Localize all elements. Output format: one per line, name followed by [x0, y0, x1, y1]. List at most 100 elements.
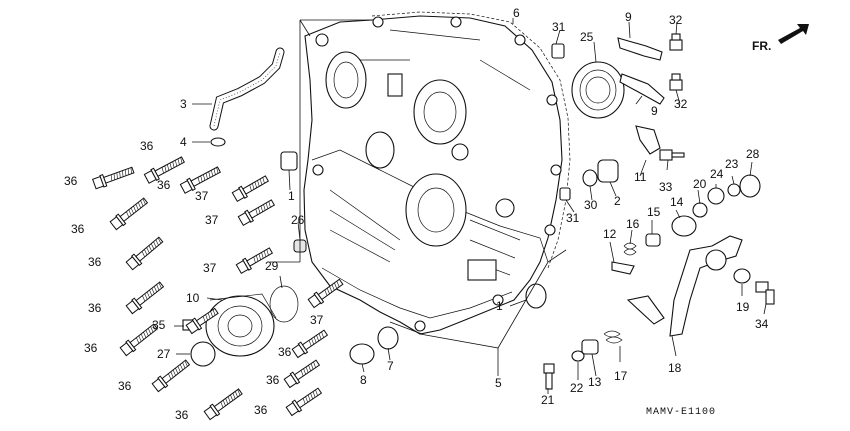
- bolt-set: [92, 156, 344, 421]
- flange-bolt: [285, 387, 323, 417]
- hose-clip: [210, 137, 226, 147]
- flange-bolt: [125, 236, 164, 271]
- callout-9: 9: [625, 10, 632, 24]
- callout-3: 3: [180, 97, 187, 111]
- callout-31: 31: [552, 20, 566, 34]
- oil-seal-27: [190, 341, 216, 367]
- callout-2: 2: [614, 194, 621, 208]
- callout-20: 20: [693, 177, 707, 191]
- callouts: 1 1 2 3 4 5 6 7 8 9 9 10 11 12 13 14 15 …: [64, 6, 769, 422]
- callout-14: 14: [670, 195, 684, 209]
- flange-bolt: [179, 166, 221, 194]
- washer-20: [692, 202, 708, 218]
- collar-14: [671, 215, 697, 237]
- dowel-pin-upper: [280, 151, 298, 171]
- front-direction-indicator: FR.: [752, 24, 809, 53]
- callout-37: 37: [310, 313, 324, 327]
- retainer-plate-upper: [617, 37, 663, 61]
- callout-17: 17: [614, 369, 628, 383]
- callout-30: 30: [584, 198, 598, 212]
- dowel-pin-lower: [525, 283, 547, 309]
- callout-7: 7: [387, 359, 394, 373]
- callout-25: 25: [580, 30, 594, 44]
- front-direction-label: FR.: [752, 39, 771, 53]
- callout-1: 1: [288, 189, 295, 203]
- arm-17: [626, 295, 665, 325]
- case-side-bore: [365, 131, 395, 169]
- callout-37: 37: [203, 261, 217, 275]
- case-gasket: [371, 11, 571, 269]
- callout-36: 36: [140, 139, 154, 153]
- callout-29: 29: [265, 259, 279, 273]
- bolt-32-lower: [669, 73, 683, 91]
- callout-32: 32: [674, 97, 688, 111]
- callout-18: 18: [668, 361, 682, 375]
- bearing: [571, 61, 625, 119]
- seal-28: [739, 174, 761, 198]
- callout-36: 36: [118, 379, 132, 393]
- callout-34: 34: [755, 317, 769, 331]
- case-center-bore: [413, 79, 467, 145]
- ring-24: [707, 187, 725, 205]
- callout-22: 22: [570, 381, 584, 395]
- callout-37: 37: [195, 189, 209, 203]
- callout-36: 36: [88, 255, 102, 269]
- callout-5: 5: [495, 376, 502, 390]
- gasket-29: [269, 285, 299, 323]
- callout-36: 36: [88, 301, 102, 315]
- callout-8: 8: [360, 373, 367, 387]
- flange-bolt: [235, 247, 274, 275]
- case-upper-bore-inner: [333, 61, 359, 99]
- case-bosses: [312, 16, 562, 332]
- case-lower-flange: [321, 267, 513, 319]
- bushing-15: [645, 233, 661, 247]
- callout-35: 35: [152, 318, 166, 332]
- dowel-31-upper: [551, 43, 565, 59]
- callout-23: 23: [725, 157, 739, 171]
- front-arrow-icon: [778, 24, 809, 44]
- callout-11: 11: [634, 170, 647, 184]
- drawing-code: MAMV-E1100: [646, 407, 716, 418]
- callout-36: 36: [278, 345, 292, 359]
- sealing-plug: [597, 159, 619, 183]
- callout-36: 36: [157, 178, 171, 192]
- callout-4: 4: [180, 135, 187, 149]
- callout-36: 36: [71, 222, 85, 236]
- bolt-34: [755, 281, 775, 305]
- flange-bolt: [92, 166, 135, 190]
- grommet-19: [733, 268, 751, 284]
- callout-15: 15: [647, 205, 661, 219]
- flange-bolt: [151, 359, 191, 393]
- flange-bolt: [237, 199, 276, 227]
- dowel-31-lower: [559, 187, 571, 201]
- shift-lever-hub: [705, 249, 727, 271]
- flange-bolt: [291, 329, 329, 359]
- callout-21: 21: [541, 393, 555, 407]
- callout-36: 36: [175, 408, 189, 422]
- washer-23: [727, 183, 741, 197]
- flange-bolt: [231, 175, 270, 203]
- callout-12: 12: [603, 227, 617, 241]
- callout-36: 36: [254, 403, 268, 417]
- flange-bolt: [307, 278, 344, 309]
- collar-13: [581, 339, 599, 355]
- callout-6: 6: [513, 6, 520, 20]
- flange-bolt: [125, 281, 165, 315]
- callout-31: 31: [566, 211, 580, 225]
- callout-32: 32: [669, 13, 683, 27]
- flange-bolt: [283, 359, 321, 389]
- transmission-case: [303, 11, 571, 335]
- callout-13: 13: [588, 375, 602, 389]
- breather-hose: [209, 47, 285, 131]
- bushing-7: [377, 326, 399, 350]
- callout-24: 24: [710, 167, 724, 181]
- case-center-bore-inner: [423, 91, 457, 133]
- bolt-32-upper: [669, 33, 683, 51]
- callout-36: 36: [266, 373, 280, 387]
- plate-12: [611, 261, 635, 275]
- flange-bolt: [203, 388, 243, 421]
- callout-1: 1: [496, 299, 503, 313]
- callout-16: 16: [626, 217, 640, 231]
- spring-13: [603, 330, 623, 344]
